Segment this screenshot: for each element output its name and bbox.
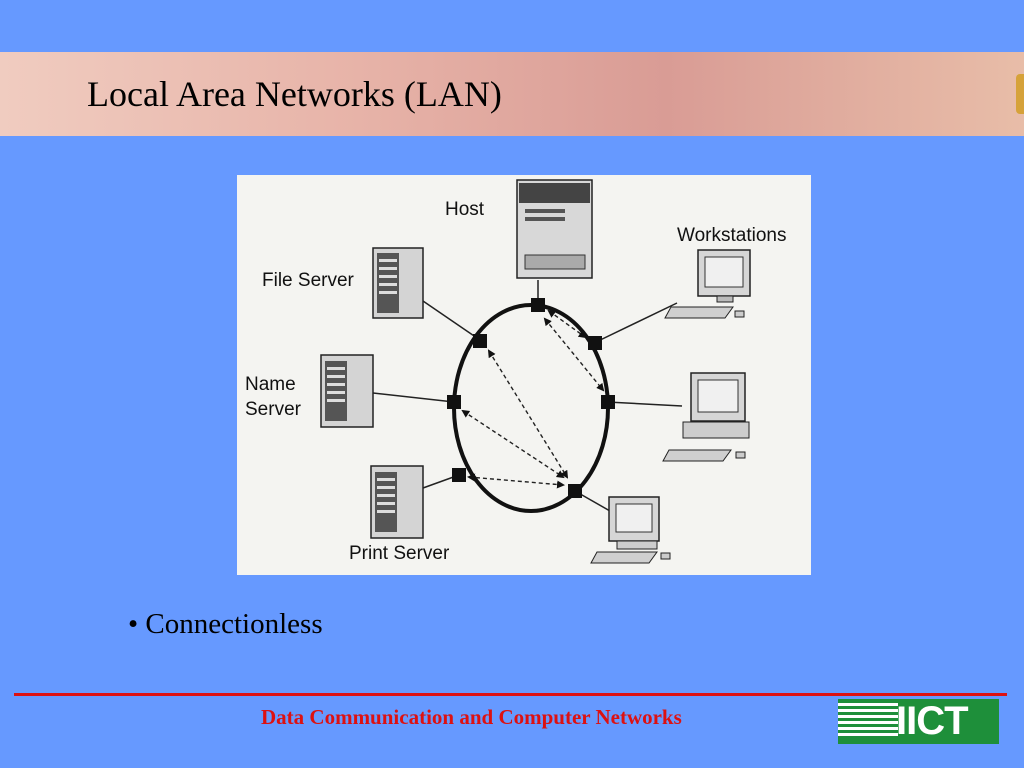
label-host: Host: [445, 199, 485, 220]
title-band: [0, 52, 1024, 136]
bullet-connectionless: • Connectionless: [128, 608, 323, 640]
drop-lines: [372, 280, 683, 512]
lan-ring-diagram: Host Workstations File Server Name Serve…: [237, 175, 811, 575]
label-workstations: Workstations: [677, 225, 786, 246]
workstation-icon: [662, 372, 750, 462]
footer-course-title: Data Communication and Computer Networks: [261, 705, 682, 729]
logo-text: IICT: [896, 699, 969, 743]
label-print-server: Print Server: [349, 543, 450, 564]
label-name-server-line1: Name: [245, 374, 296, 395]
iict-logo: IICT: [838, 699, 999, 744]
print-server-icon: [370, 465, 424, 539]
host-computer-icon: [516, 179, 593, 279]
workstation-icon: [590, 496, 671, 564]
logo-stripes: [838, 703, 898, 740]
name-server-icon: [320, 354, 374, 428]
message-arrows: [461, 309, 605, 489]
slide-title: Local Area Networks (LAN): [87, 74, 502, 114]
label-name-server-line2: Server: [245, 399, 302, 420]
ring-nodes: [447, 298, 615, 498]
file-server-icon: [372, 247, 424, 319]
workstation-icon: [664, 249, 751, 319]
footer-divider: [14, 693, 1007, 696]
label-file-server: File Server: [262, 270, 355, 291]
